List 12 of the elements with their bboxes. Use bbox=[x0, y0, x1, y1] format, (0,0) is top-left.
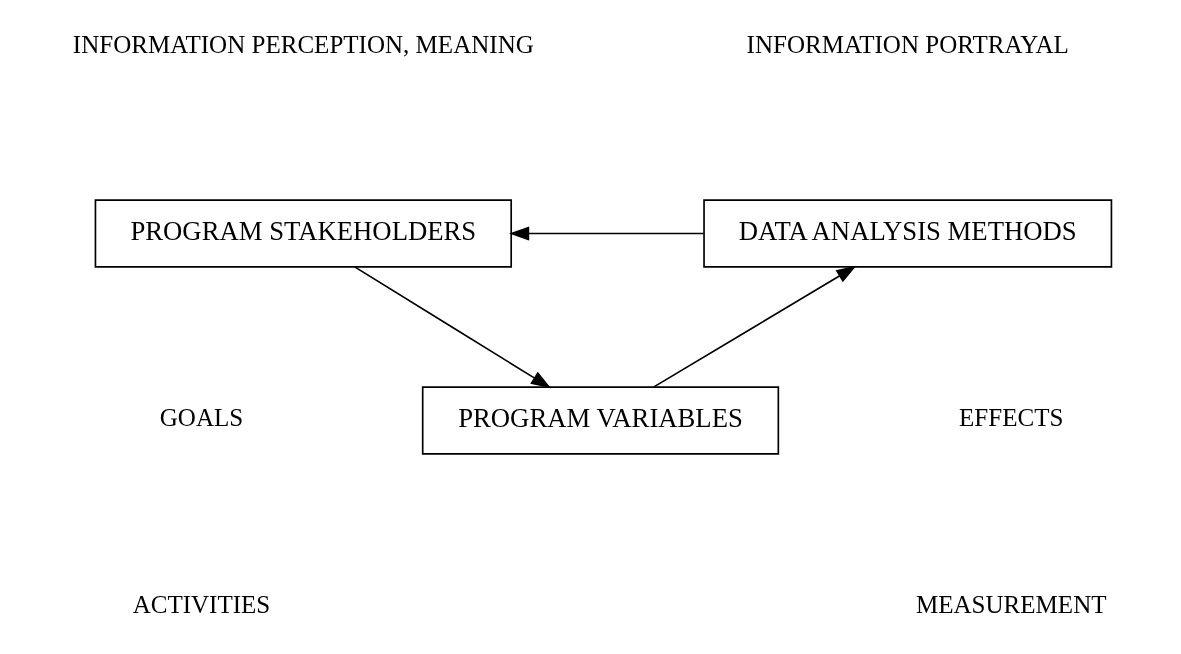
node-box: PROGRAM VARIABLES bbox=[421, 386, 780, 455]
arrow bbox=[653, 265, 857, 388]
label: INFORMATION PERCEPTION, MEANING bbox=[72, 31, 534, 59]
arrow bbox=[354, 266, 551, 389]
arrow bbox=[509, 226, 705, 241]
label: INFORMATION PORTRAYAL bbox=[746, 31, 1069, 59]
label: EFFECTS bbox=[959, 404, 1064, 432]
node-box: DATA ANALYSIS METHODS bbox=[703, 199, 1113, 268]
label: MEASUREMENT bbox=[915, 590, 1107, 618]
label: ACTIVITIES bbox=[132, 590, 271, 618]
label: GOALS bbox=[159, 404, 244, 432]
node-box: PROGRAM STAKEHOLDERS bbox=[94, 199, 513, 268]
